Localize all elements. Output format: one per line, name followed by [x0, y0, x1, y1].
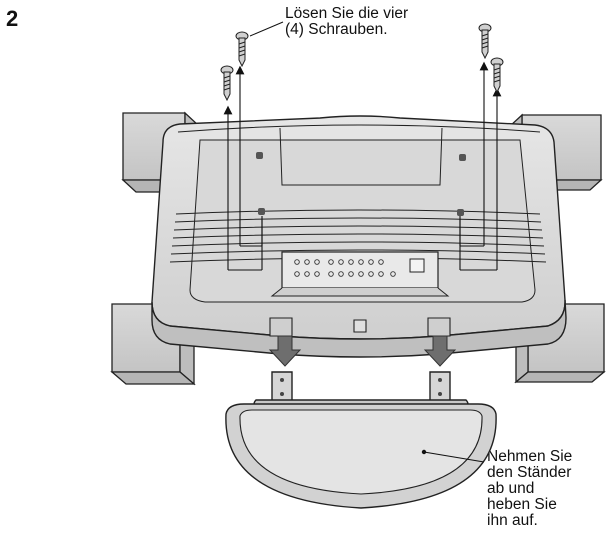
stand-instruction-line-4: heben Sie	[487, 496, 557, 513]
ventilation-slots	[169, 209, 547, 263]
removal-arrow-right	[423, 335, 457, 367]
stand-mount-tabs	[269, 317, 451, 337]
screw-right-upper	[478, 23, 492, 60]
screw-instruction-line-1: Lösen Sie die vier	[285, 5, 409, 22]
screw-instruction-callout: Lösen Sie die vier (4) Schrauben.	[285, 6, 408, 38]
stand-callout-leader	[421, 449, 485, 463]
stand-instruction-callout: Nehmen Sie den Ständer ab und heben Sie …	[487, 449, 572, 529]
stand	[225, 371, 497, 509]
screw-guide-lines	[223, 61, 502, 271]
screws	[220, 23, 504, 102]
step-number: 2	[6, 6, 19, 31]
stand-instruction-line-1: Nehmen Sie	[487, 448, 573, 465]
screw-instruction-line-2: (4) Schrauben.	[285, 21, 388, 38]
screw-callout-leader	[249, 21, 284, 37]
screw-holes	[256, 152, 466, 216]
stand-bracket-left	[271, 371, 293, 403]
screw-right-lower	[490, 57, 504, 94]
screw-left-lower	[220, 65, 234, 102]
stand-instruction-line-2: den Ständer	[487, 464, 572, 481]
connector-panel	[270, 251, 450, 297]
removal-arrow-left	[268, 335, 302, 367]
stand-bracket-right	[429, 371, 451, 403]
screw-left-upper	[235, 31, 249, 68]
stand-base-top	[239, 409, 483, 495]
removal-arrows	[268, 335, 457, 367]
stand-instruction-line-5: ihn auf.	[487, 512, 538, 529]
monitor-back-body	[151, 115, 567, 358]
stand-instruction-line-3: ab und	[487, 480, 535, 497]
